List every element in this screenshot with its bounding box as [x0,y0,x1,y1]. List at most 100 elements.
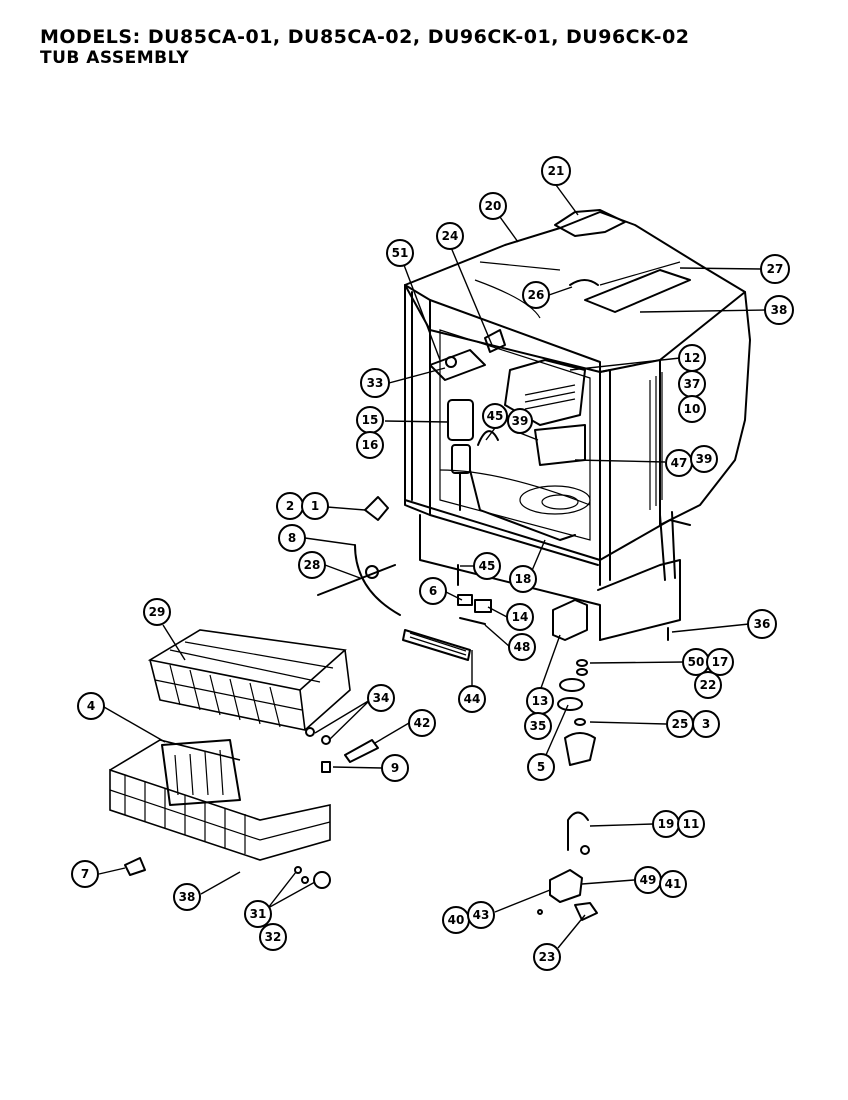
callout-11: 11 [677,810,705,838]
callout-49: 49 [634,866,662,894]
svg-text:48: 48 [514,640,531,654]
svg-text:40: 40 [448,913,465,927]
callout-36: 36 [747,609,777,639]
callout-31: 31 [244,900,272,928]
svg-text:12: 12 [684,351,701,365]
svg-text:7: 7 [81,867,89,881]
svg-text:36: 36 [754,617,771,631]
svg-text:45: 45 [479,559,496,573]
svg-text:22: 22 [700,678,717,692]
svg-text:14: 14 [512,610,529,624]
callout-29: 29 [143,598,171,626]
svg-text:51: 51 [392,246,409,260]
svg-text:17: 17 [712,655,729,669]
svg-text:43: 43 [473,908,490,922]
callout-48: 48 [508,633,536,661]
callout-32: 32 [259,923,287,951]
callout-3: 3 [692,710,720,738]
callout-45-lower: 45 [473,552,501,580]
callout-45-upper: 45 [482,403,508,429]
svg-text:33: 33 [367,376,384,390]
svg-text:9: 9 [391,761,399,775]
callout-10: 10 [678,395,706,423]
callout-1: 1 [301,492,329,520]
svg-text:42: 42 [414,716,431,730]
callout-42: 42 [408,709,436,737]
svg-text:27: 27 [767,262,784,276]
callout-26: 26 [522,281,550,309]
svg-text:38: 38 [179,890,196,904]
svg-text:4: 4 [87,699,95,713]
svg-text:24: 24 [442,229,459,243]
callout-39-upper: 39 [507,408,533,434]
callout-47: 47 [665,449,693,477]
svg-text:16: 16 [362,438,379,452]
callout-2: 2 [276,492,304,520]
svg-text:26: 26 [528,288,545,302]
callout-16: 16 [356,431,384,459]
callout-7: 7 [71,860,99,888]
callout-35: 35 [524,712,552,740]
svg-text:37: 37 [684,377,701,391]
svg-text:50: 50 [688,655,705,669]
callout-22: 22 [694,671,722,699]
callout-34: 34 [367,684,395,712]
callout-13: 13 [526,687,554,715]
callout-38-bottom: 38 [173,883,201,911]
svg-text:19: 19 [658,817,675,831]
svg-text:38: 38 [771,303,788,317]
callout-27: 27 [760,254,790,284]
callout-15: 15 [356,406,384,434]
svg-text:18: 18 [515,572,532,586]
callout-17: 17 [706,648,734,676]
svg-text:21: 21 [548,164,565,178]
svg-text:8: 8 [288,531,296,545]
svg-text:3: 3 [702,717,710,731]
svg-text:6: 6 [429,584,437,598]
svg-text:2: 2 [286,499,294,513]
svg-text:31: 31 [250,907,267,921]
svg-text:28: 28 [304,558,321,572]
svg-text:23: 23 [539,950,556,964]
callout-41: 41 [659,870,687,898]
callout-44: 44 [458,685,486,713]
svg-text:5: 5 [537,760,545,774]
callout-50: 50 [682,648,710,676]
callout-38-top: 38 [764,295,794,325]
svg-text:20: 20 [485,199,502,213]
callout-40: 40 [442,906,470,934]
models-title: MODELS: DU85CA-01, DU85CA-02, DU96CK-01,… [40,26,690,48]
svg-text:1: 1 [311,499,319,513]
callout-51: 51 [386,239,414,267]
callout-19: 19 [652,810,680,838]
svg-text:39: 39 [696,452,713,466]
svg-text:10: 10 [684,402,701,416]
callout-28: 28 [298,551,326,579]
callout-25: 25 [666,710,694,738]
callout-4: 4 [77,692,105,720]
callout-6: 6 [419,577,447,605]
callout-43: 43 [467,901,495,929]
assembly-title: TUB ASSEMBLY [40,48,190,68]
leader-lines [98,184,766,949]
svg-text:45: 45 [487,409,504,423]
svg-text:29: 29 [149,605,166,619]
svg-text:25: 25 [672,717,689,731]
svg-text:11: 11 [683,817,700,831]
callout-39-right: 39 [690,445,718,473]
svg-text:32: 32 [265,930,282,944]
small-parts-drawing [124,496,669,921]
callout-21: 21 [541,156,571,186]
callout-18: 18 [509,565,537,593]
svg-text:49: 49 [640,873,657,887]
tub-drawing [404,209,751,641]
svg-text:44: 44 [464,692,481,706]
svg-text:34: 34 [373,691,390,705]
callout-8: 8 [278,524,306,552]
callout-12: 12 [678,344,706,372]
callout-5: 5 [527,753,555,781]
callout-9: 9 [381,754,409,782]
svg-text:15: 15 [362,413,379,427]
